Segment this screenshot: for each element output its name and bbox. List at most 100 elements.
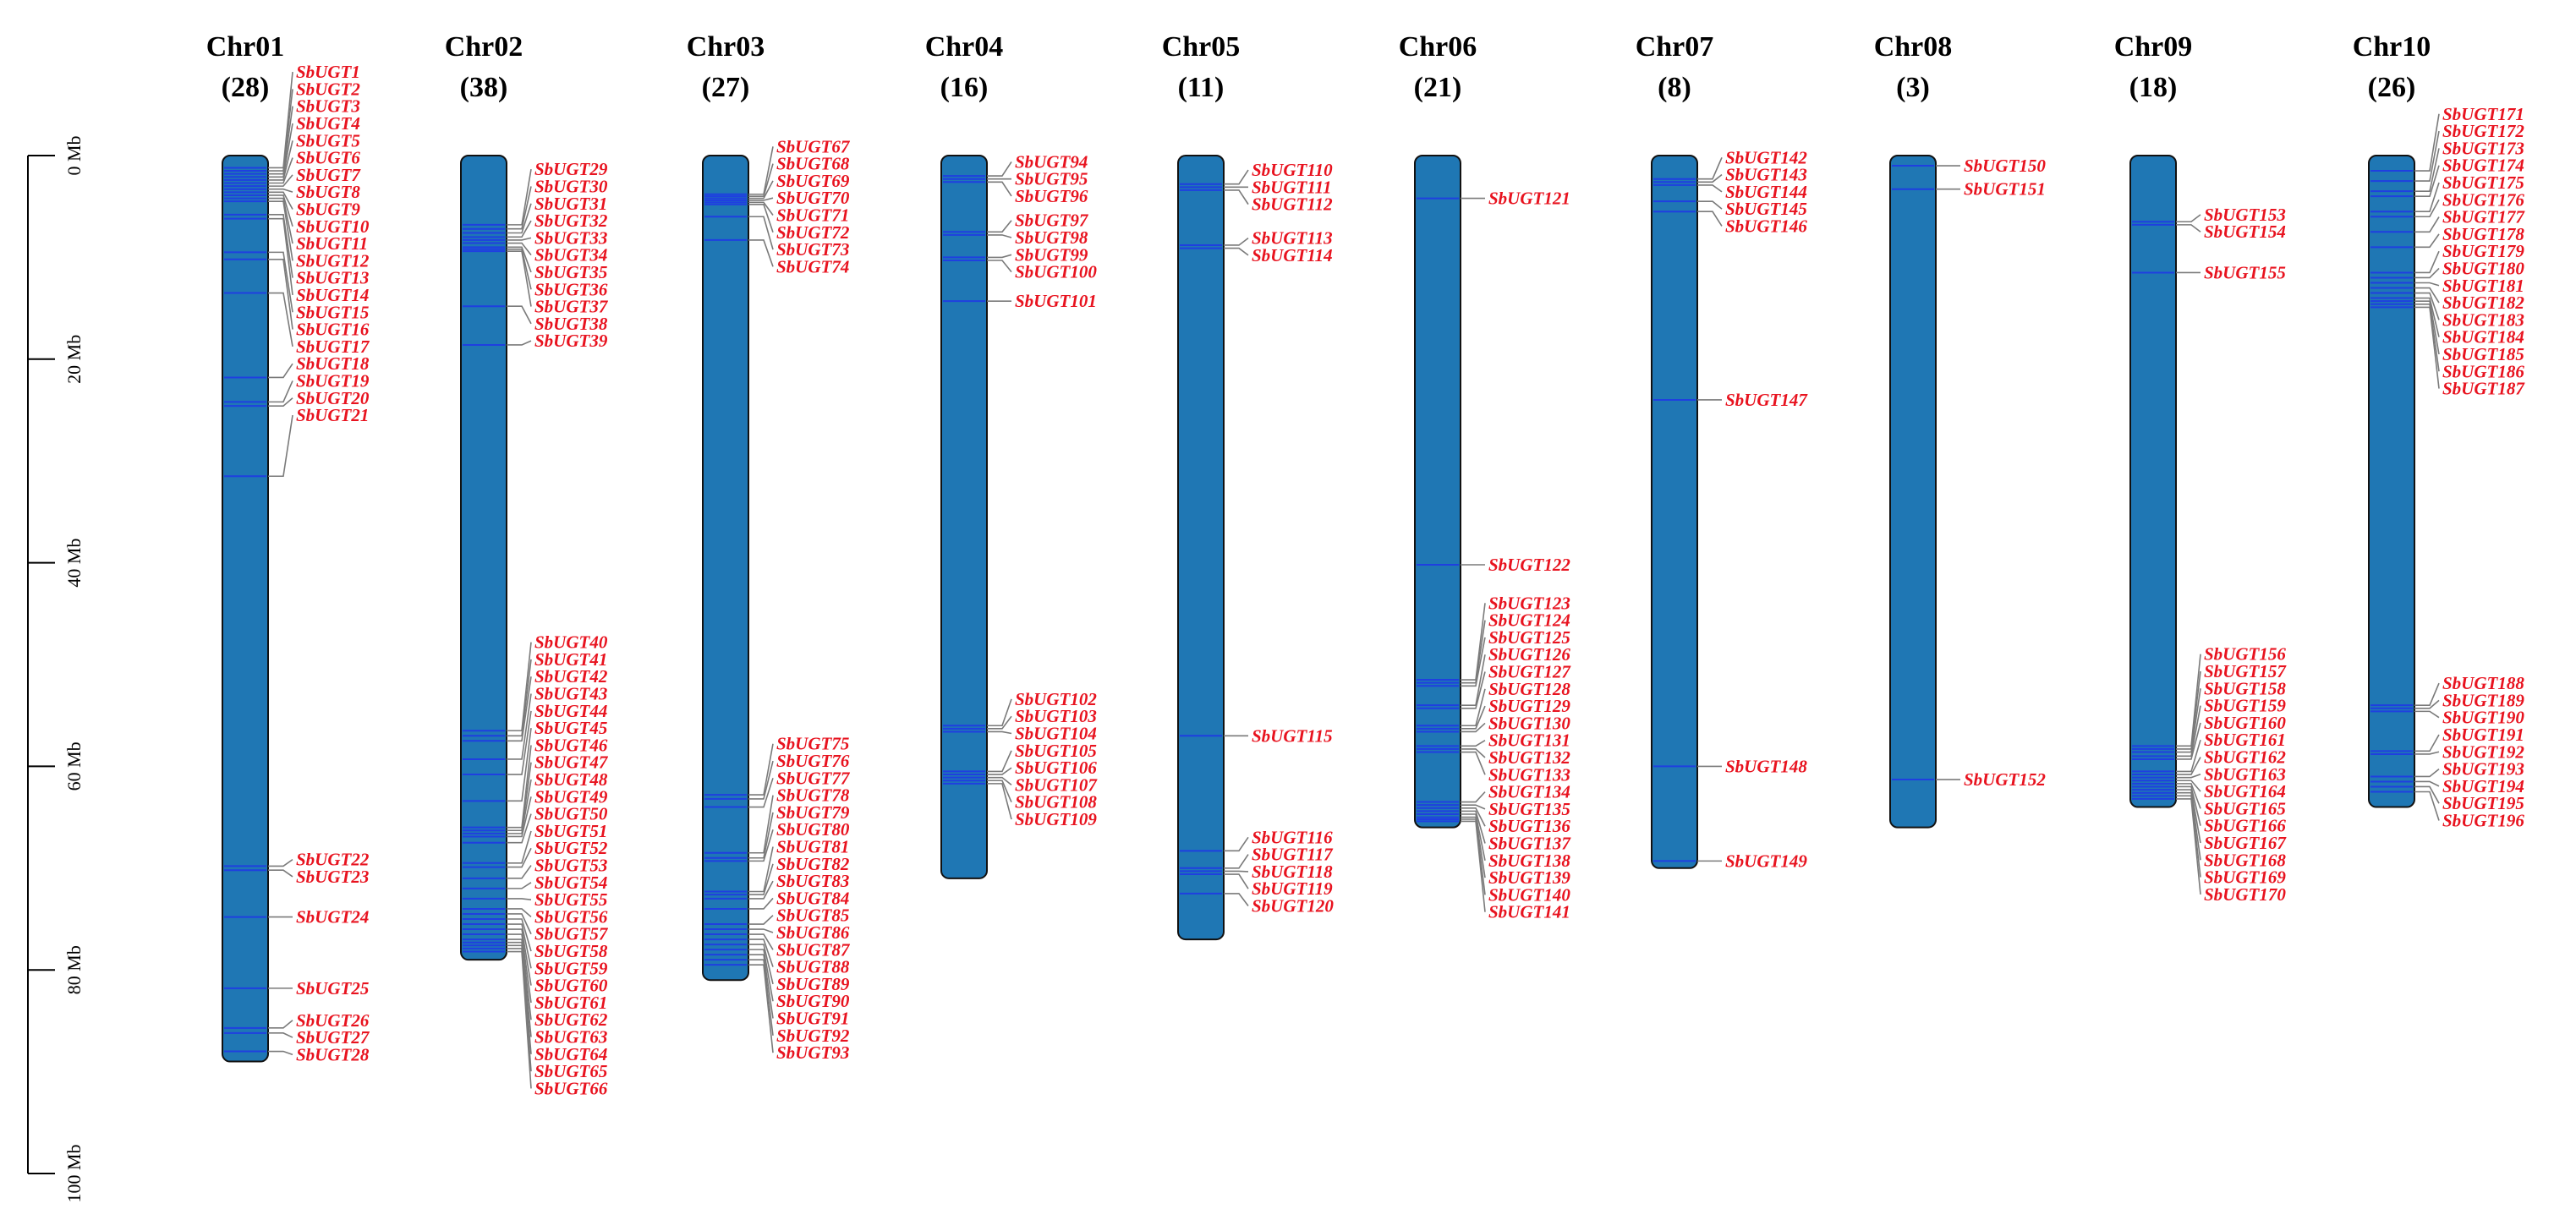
gene-leader-line	[507, 830, 532, 864]
gene-label: SbUGT44	[534, 701, 607, 721]
gene-label: SbUGT164	[2204, 781, 2286, 802]
gene-label: SbUGT43	[534, 684, 607, 704]
gene-label: SbUGT163	[2204, 764, 2286, 785]
gene-label: SbUGT68	[776, 154, 850, 174]
gene-label: SbUGT26	[296, 1010, 370, 1031]
chromosome-name: Chr09	[2114, 31, 2193, 63]
gene-count: (3)	[1896, 72, 1930, 103]
gene-leader-line	[2176, 783, 2201, 809]
gene-label: SbUGT146	[1725, 216, 1807, 236]
gene-leader-line	[507, 865, 532, 879]
gene-leader-line	[748, 163, 774, 197]
gene-label: SbUGT86	[776, 922, 850, 943]
gene-label: SbUGT171	[2442, 104, 2524, 124]
gene-count: (8)	[1658, 72, 1691, 103]
gene-count: (21)	[1414, 72, 1462, 103]
gene-label: SbUGT61	[534, 993, 607, 1013]
gene-leader-line	[2176, 791, 2201, 861]
gene-leader-line	[748, 959, 774, 1036]
gene-leader-line	[2414, 734, 2440, 752]
gene-leader-line	[987, 220, 1012, 233]
gene-leader-line	[507, 944, 532, 1054]
gene-label: SbUGT118	[1252, 862, 1333, 882]
gene-label: SbUGT186	[2442, 361, 2524, 381]
gene-label: SbUGT71	[776, 205, 849, 226]
gene-leader-line	[1461, 705, 1486, 730]
gene-label: SbUGT143	[1725, 165, 1807, 185]
chromosome-name: Chr01	[206, 31, 285, 63]
gene-leader-line	[268, 1032, 293, 1038]
gene-label: SbUGT11	[296, 233, 368, 254]
gene-leader-line	[748, 915, 774, 925]
gene-leader-line	[987, 254, 1012, 259]
gene-label: SbUGT57	[534, 924, 609, 944]
chromosome-name: Chr03	[687, 31, 765, 63]
gene-leader-line	[268, 197, 293, 244]
chromosome-bar	[2129, 155, 2177, 808]
gene-label: SbUGT121	[1488, 189, 1570, 209]
gene-label: SbUGT180	[2442, 258, 2524, 278]
gene-label: SbUGT167	[2204, 833, 2287, 853]
gene-label: SbUGT91	[776, 1009, 849, 1029]
gene-leader-line	[507, 923, 532, 969]
gene-label: SbUGT27	[296, 1027, 370, 1048]
gene-leader-line	[987, 776, 1012, 786]
scale-tick-label: 80 Mb	[63, 945, 85, 994]
gene-leader-line	[507, 340, 532, 346]
gene-leader-line	[507, 248, 532, 290]
gene-leader-line	[748, 778, 774, 808]
gene-label: SbUGT142	[1725, 147, 1807, 167]
gene-count: (38)	[460, 72, 508, 103]
gene-label: SbUGT190	[2442, 708, 2524, 728]
gene-leader-line	[2414, 282, 2440, 287]
gene-leader-line	[748, 944, 774, 985]
chromosome-name: Chr10	[2353, 31, 2431, 63]
gene-label: SbUGT139	[1488, 867, 1570, 888]
gene-leader-line	[1461, 688, 1486, 727]
gene-leader-line	[2176, 722, 2201, 760]
gene-leader-line	[2176, 739, 2201, 773]
gene-leader-line	[1224, 247, 1249, 256]
gene-label: SbUGT182	[2442, 293, 2524, 313]
gene-label: SbUGT38	[534, 314, 608, 334]
gene-leader-line	[268, 217, 293, 296]
gene-label: SbUGT41	[534, 649, 607, 670]
gene-leader-line	[987, 260, 1012, 273]
gene-leader-line	[748, 964, 774, 1053]
gene-leader-line	[987, 181, 1012, 197]
gene-label: SbUGT195	[2442, 793, 2524, 813]
gene-leader-line	[507, 928, 532, 986]
gene-leader-line	[2176, 224, 2201, 233]
gene-leader-line	[2414, 303, 2440, 372]
gene-label: SbUGT20	[296, 388, 370, 408]
gene-leader-line	[2414, 682, 2440, 706]
gene-leader-line	[268, 194, 293, 227]
gene-label: SbUGT56	[534, 906, 608, 927]
gene-leader-line	[2414, 148, 2440, 192]
gene-label: SbUGT158	[2204, 678, 2286, 698]
gene-label: SbUGT149	[1725, 851, 1807, 871]
gene-leader-line	[507, 950, 532, 1089]
gene-leader-line	[1461, 740, 1486, 747]
gene-label: SbUGT40	[534, 632, 608, 653]
gene-label: SbUGT176	[2442, 189, 2524, 210]
gene-label: SbUGT15	[296, 302, 369, 322]
gene-label: SbUGT196	[2442, 810, 2524, 830]
gene-leader-line	[507, 710, 532, 775]
gene-leader-line	[1461, 820, 1486, 912]
gene-label: SbUGT83	[776, 871, 849, 891]
gene-label: SbUGT140	[1488, 884, 1570, 905]
gene-leader-line	[268, 363, 293, 379]
gene-leader-line	[1461, 751, 1486, 775]
gene-label: SbUGT92	[776, 1026, 850, 1046]
gene-leader-line	[507, 882, 532, 889]
gene-leader-line	[2176, 214, 2201, 223]
chromosome-chr03: Chr03(27)SbUGT67SbUGT68SbUGT69SbUGT70SbU…	[687, 31, 851, 1063]
gene-leader-line	[507, 237, 532, 241]
gene-leader-line	[1697, 173, 1723, 183]
gene-leader-line	[1224, 854, 1249, 869]
gene-label: SbUGT10	[296, 216, 370, 237]
gene-leader-line	[1461, 654, 1486, 706]
gene-label: SbUGT96	[1015, 186, 1088, 206]
